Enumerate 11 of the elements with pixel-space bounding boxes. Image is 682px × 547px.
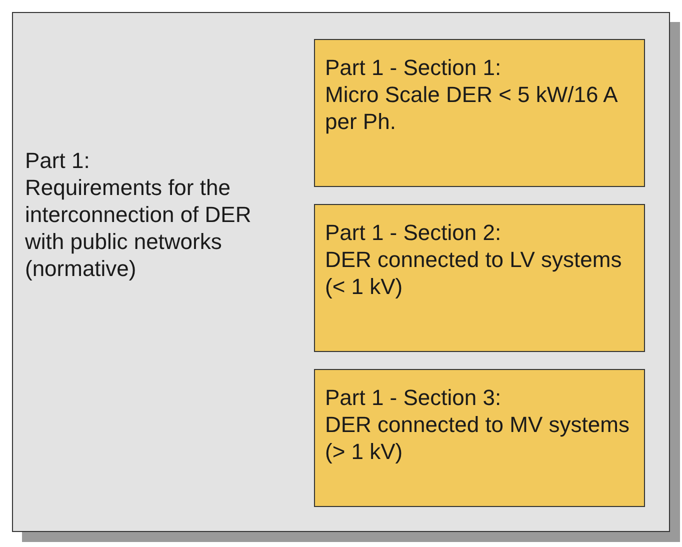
heading-text: Part 1: (25, 147, 90, 174)
section-box (314, 204, 645, 352)
description-text: Requirements for the interconnection of DER with public networks (normative) (25, 174, 252, 282)
heading-text: Part 1 - Section 3: (325, 384, 502, 411)
section-box (314, 39, 645, 187)
description-text: DER connected to MV systems (> 1 kV) (325, 411, 630, 465)
section-box (314, 369, 645, 507)
heading-text: Part 1 - Section 2: (325, 219, 502, 246)
description-text: DER connected to LV systems (< 1 kV) (325, 246, 623, 300)
description-text: Micro Scale DER < 5 kW/16 A per Ph. (325, 81, 618, 135)
heading-text: Part 1 - Section 1: (325, 54, 502, 81)
